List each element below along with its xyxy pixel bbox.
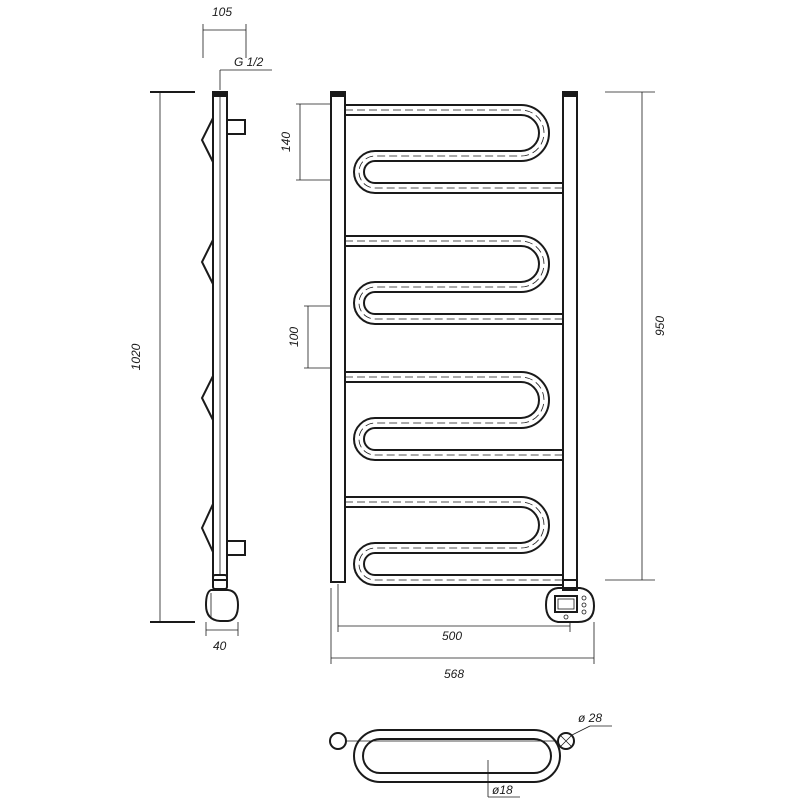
front-view: 140 100 950 [279, 91, 667, 681]
connection-width-dimension: 500 [337, 584, 571, 643]
section-gap-dimension: 100 [287, 305, 331, 369]
overall-width-dimension: 568 [330, 588, 595, 681]
side-controller [204, 574, 240, 622]
overall-height-dimension: 1020 [129, 91, 195, 623]
top-bar-loop-outer [353, 729, 561, 783]
controller-depth-label: 40 [213, 639, 227, 653]
controller-button-4 [563, 614, 569, 620]
bar-group-2 [345, 235, 563, 325]
controller-button-2 [581, 602, 587, 608]
connection-height-dimension: 950 [605, 91, 667, 581]
controller-button-3 [581, 609, 587, 615]
section-gap-label: 100 [287, 327, 301, 347]
side-view: 105 G 1/2 1020 [129, 5, 272, 653]
bar-diameter-label: ø18 [492, 783, 513, 797]
controller-button-1 [581, 595, 587, 601]
riser-diameter-label: ø 28 [578, 711, 602, 725]
left-riser [330, 91, 346, 583]
bar-group-4 [345, 496, 563, 586]
front-controller [544, 579, 596, 623]
top-section-spacing-label: 140 [279, 132, 293, 152]
side-depth-label: 105 [212, 5, 232, 19]
side-riser [212, 91, 228, 581]
controller-depth-dimension: 40 [205, 622, 239, 653]
overall-height-label: 1020 [129, 343, 143, 370]
thread-callout: G 1/2 [219, 55, 272, 90]
right-riser [562, 91, 578, 581]
side-connection-top [226, 119, 246, 135]
top-bar-loop-inner [362, 738, 552, 774]
bar-diameter-callout: ø18 [487, 760, 520, 798]
connection-height-label: 950 [653, 316, 667, 336]
bar-group-3 [345, 371, 563, 461]
top-section-spacing-dimension: 140 [279, 103, 331, 181]
riser-diameter-callout: ø 28 [571, 711, 612, 736]
bar-group-1 [345, 104, 563, 194]
top-view: ø 28 ø18 [329, 711, 612, 798]
left-riser-section [329, 732, 347, 750]
connection-width-label: 500 [442, 629, 462, 643]
thread-label: G 1/2 [234, 55, 264, 69]
overall-width-label: 568 [444, 667, 464, 681]
side-connection-bottom [226, 540, 246, 556]
side-depth-dimension: 105 [202, 5, 247, 58]
side-bar-profiles [200, 117, 214, 553]
